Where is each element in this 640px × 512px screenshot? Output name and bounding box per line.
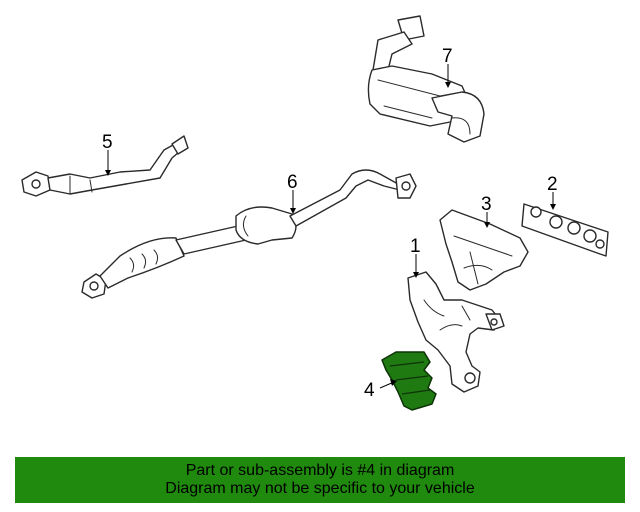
callout-1: 1 xyxy=(410,236,421,257)
part-7-muffler[interactable] xyxy=(367,15,485,143)
callout-3: 3 xyxy=(481,194,492,215)
part-6-converter-pipe[interactable] xyxy=(81,169,417,299)
callout-7: 7 xyxy=(442,46,453,67)
part-3-heat-shield[interactable] xyxy=(439,209,529,291)
callout-5: 5 xyxy=(102,132,113,153)
info-banner: Part or sub-assembly is #4 in diagram Di… xyxy=(15,457,625,503)
banner-part-note: Part or sub-assembly is #4 in diagram xyxy=(185,462,455,479)
callout-2: 2 xyxy=(547,174,558,195)
part-5-front-pipe[interactable] xyxy=(21,135,189,197)
callout-6: 6 xyxy=(287,172,298,193)
banner-disclaimer: Diagram may not be specific to your vehi… xyxy=(165,480,475,497)
callout-labels: 7 5 6 3 2 1 4 xyxy=(102,46,558,401)
part-2-gasket[interactable] xyxy=(521,203,609,257)
part-1-exhaust-manifold[interactable] xyxy=(407,271,505,393)
part-4-lower-heat-shield[interactable] xyxy=(381,351,437,411)
exhaust-parts-diagram: 7 5 6 3 2 1 4 xyxy=(21,15,609,411)
callout-4: 4 xyxy=(364,380,375,401)
callout-leaders xyxy=(105,64,556,389)
